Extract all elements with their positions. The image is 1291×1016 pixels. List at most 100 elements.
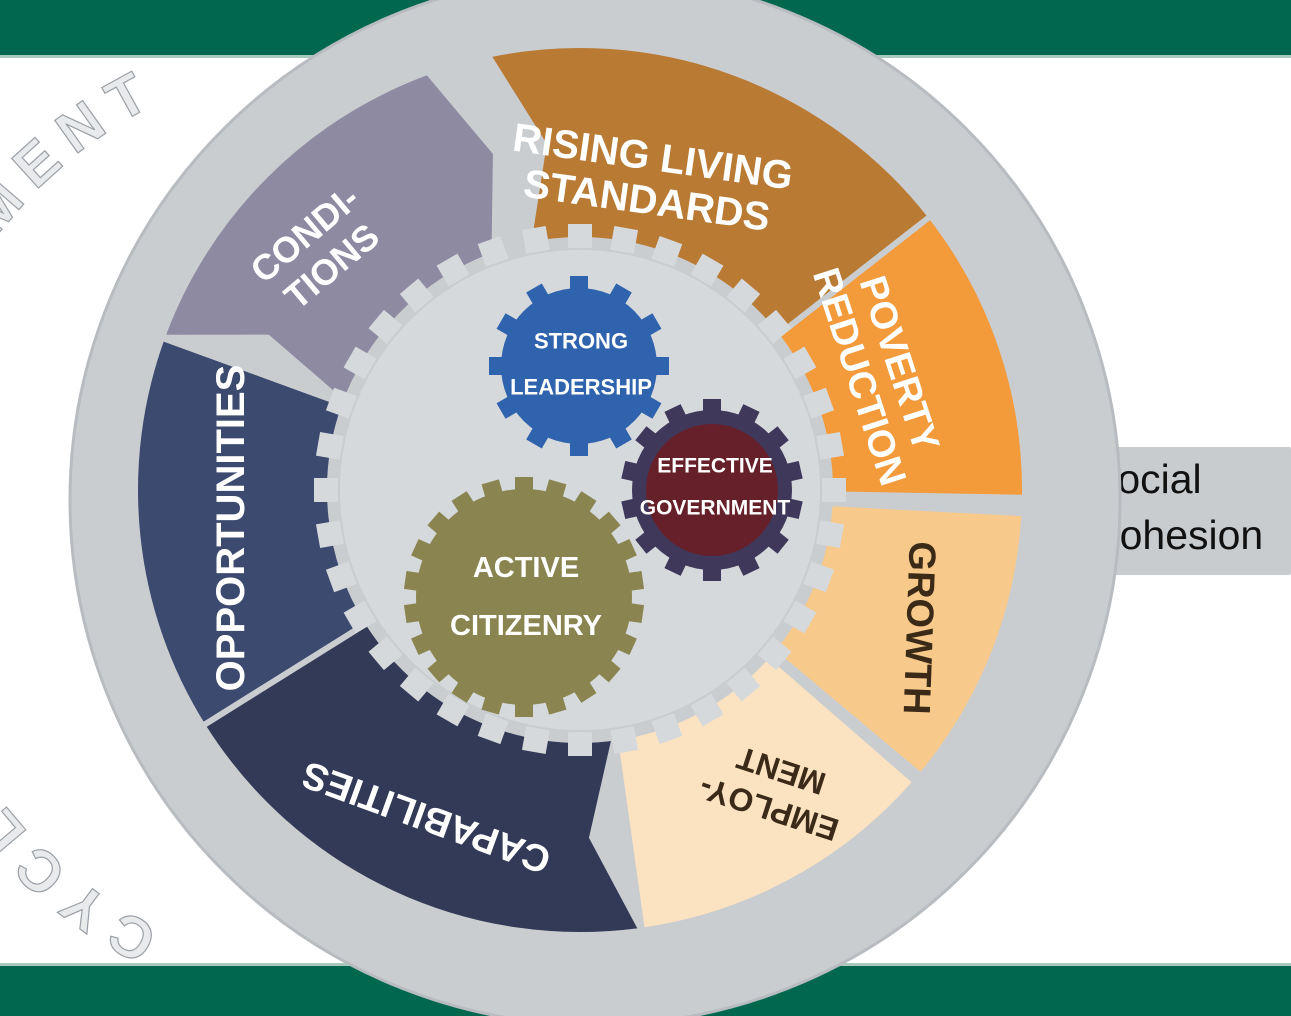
hub-tooth [610, 726, 639, 755]
gear-leadership-tooth [526, 283, 549, 305]
hub-tooth [343, 600, 377, 634]
hub-tooth [325, 387, 357, 419]
gear-leadership-tooth [640, 313, 662, 336]
gear-government-tooth [737, 556, 760, 576]
gear-citizenry-tooth [545, 696, 567, 715]
hub-tooth [568, 732, 592, 756]
hub-tooth [803, 387, 835, 419]
gear-citizenry-tooth [545, 479, 567, 498]
gear-leadership-tooth [570, 276, 588, 290]
gear-citizenry-label: ACTIVE CITIZENRY [450, 552, 602, 642]
hub-tooth [368, 309, 403, 344]
gear-government-tooth [737, 404, 760, 424]
gear-citizenry-tooth [403, 571, 421, 591]
segment-growth-label-line: GROWTH [895, 541, 943, 715]
gear-citizenry-tooth [515, 477, 533, 491]
gear-citizenry-tooth [427, 511, 450, 535]
gear-government-label-line: GOVERNMENT [640, 496, 791, 519]
hub-tooth [521, 225, 550, 254]
hub-tooth [783, 346, 817, 380]
gear-leadership-tooth [570, 442, 588, 456]
gear-government-tooth [703, 568, 721, 581]
hub-tooth [816, 520, 845, 549]
segment-opportunities [132, 333, 373, 730]
gear-citizenry-tooth [573, 681, 597, 703]
gear-government-tooth [767, 531, 789, 554]
gear-leadership-tooth [526, 427, 549, 449]
gear-citizenry-tooth [411, 538, 432, 562]
gear-government-tooth [664, 404, 687, 424]
gear-citizenry-tooth [427, 659, 450, 683]
gear-leadership-tooth [609, 283, 632, 305]
gear-government-tooth [664, 556, 687, 576]
hub-tooth [314, 478, 338, 502]
gear-citizenry-tooth [573, 491, 597, 513]
gear-government-tooth [635, 531, 657, 554]
hub-tooth [822, 478, 846, 502]
hub-tooth [803, 561, 835, 593]
hub-tooth [757, 636, 792, 671]
gear-government-tooth [786, 498, 803, 520]
outer-ring-edge [68, 0, 1122, 1016]
hub-tooth [399, 667, 434, 702]
gear-government-tooth [767, 426, 789, 449]
hub-tooth [757, 309, 792, 344]
gear-leadership-label-line: STRONG [534, 329, 628, 354]
gear-leadership-tooth [496, 396, 518, 419]
segment-conditions [157, 68, 499, 410]
hub-tooth [325, 561, 357, 593]
segments-group [132, 42, 1028, 938]
hub-tooth [315, 520, 344, 549]
gear-government-tooth [703, 399, 721, 412]
gear-leadership-tooth [655, 357, 669, 375]
gear-citizenry-label-line: CITIZENRY [450, 610, 602, 642]
gear-government-tooth [621, 460, 638, 482]
hub-tooth [783, 600, 817, 634]
segment-capabilities [198, 619, 647, 938]
labels-group: RISING LIVINGSTANDARDSPOVERTYREDUCTIONGR… [209, 116, 947, 881]
hub-tooth [651, 235, 683, 267]
segment-growth [767, 499, 1028, 781]
gear-citizenry-body [416, 489, 632, 705]
hub-tooth [521, 726, 550, 755]
gear-citizenry-tooth [411, 632, 432, 656]
segment-poverty [772, 211, 1028, 501]
hub-tooth [477, 713, 509, 745]
segment-opportunities-label: OPPORTUNITIES [209, 365, 253, 692]
gear-citizenry-tooth [515, 703, 533, 717]
gears-group [403, 276, 803, 717]
hub-tooth [568, 224, 592, 248]
gear-citizenry-tooth [451, 681, 475, 703]
hub-tooth [610, 225, 639, 254]
gear-government-tooth [621, 498, 638, 520]
gear-citizenry-tooth [451, 491, 475, 513]
hub-tooth [690, 253, 724, 287]
hub-tooth [436, 693, 470, 727]
hub-tooth [726, 667, 761, 702]
hub-tooth [368, 636, 403, 671]
gear-citizenry-tooth [616, 538, 637, 562]
hub-tooth [651, 713, 683, 745]
gear-government-label-line: EFFECTIVE [657, 454, 773, 477]
gear-citizenry-tooth [627, 603, 645, 623]
gear-leadership-tooth [496, 313, 518, 336]
gear-citizenry-tooth [627, 571, 645, 591]
gear-citizenry-tooth [403, 603, 421, 623]
gear-citizenry-label-line: ACTIVE [473, 552, 579, 584]
gear-government-tooth [786, 460, 803, 482]
hub-tooth [315, 431, 344, 460]
hub-tooth [343, 346, 377, 380]
hub-tooth [477, 235, 509, 267]
gear-government-center [646, 424, 778, 556]
segment-opportunities-label-line: OPPORTUNITIES [209, 365, 253, 692]
gear-citizenry-tooth [481, 479, 503, 498]
gear-government-label: EFFECTIVE GOVERNMENT [640, 454, 791, 519]
gear-citizenry-tooth [598, 511, 621, 535]
hub-tooth [816, 431, 845, 460]
gear-citizenry-tooth [481, 696, 503, 715]
gear-government-tooth [635, 426, 657, 449]
gear-leadership-body [501, 288, 657, 444]
gear-leadership-tooth [640, 396, 662, 419]
